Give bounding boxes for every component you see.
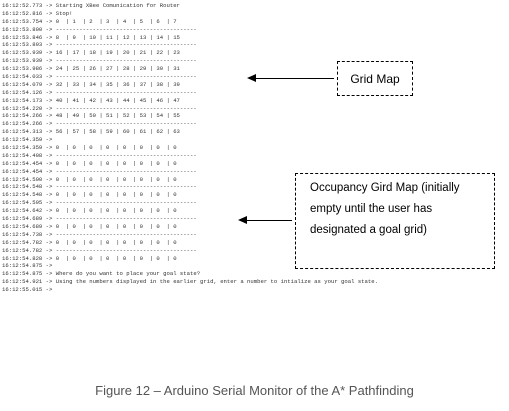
occupancy-map-arrow <box>245 220 292 221</box>
serial-line: 16:12:54.828 -> 0 | 0 | 0 | 0 | 0 | 0 | … <box>2 254 177 262</box>
serial-line: 16:12:54.595 -> ------------------------… <box>2 199 197 207</box>
serial-line: 16:12:54.689 -> ------------------------… <box>2 215 197 223</box>
grid-map-arrow <box>254 78 334 79</box>
serial-line: 16:12:54.126 -> ------------------------… <box>2 88 197 96</box>
serial-line: 16:12:54.689 -> 0 | 0 | 0 | 0 | 0 | 0 | … <box>2 222 177 230</box>
serial-line: 16:12:54.454 -> ------------------------… <box>2 167 197 175</box>
serial-line: 16:12:54.782 -> 0 | 0 | 0 | 0 | 0 | 0 | … <box>2 238 177 246</box>
serial-line: 16:12:54.266 -> ------------------------… <box>2 120 197 128</box>
serial-line: 16:12:54.875 -> <box>2 262 53 270</box>
serial-line: 16:12:53.986 -> 24 | 25 | 26 | 27 | 28 |… <box>2 65 180 73</box>
serial-line: 16:12:54.033 -> ------------------------… <box>2 73 197 81</box>
serial-line: 16:12:54.313 -> 56 | 57 | 58 | 59 | 60 |… <box>2 128 180 136</box>
serial-line: 16:12:54.079 -> 32 | 33 | 34 | 35 | 36 |… <box>2 80 180 88</box>
grid-map-callout: Grid Map <box>337 61 413 96</box>
serial-line: 16:12:52.773 -> Starting XBee Comunicati… <box>2 2 180 9</box>
serial-line: 16:12:54.408 -> ------------------------… <box>2 151 197 159</box>
serial-line: 16:12:54.173 -> 40 | 41 | 42 | 43 | 44 |… <box>2 96 180 104</box>
serial-line: 16:12:54.921 -> Using the numbers displa… <box>2 278 378 286</box>
serial-line: 16:12:54.782 -> ------------------------… <box>2 246 197 254</box>
serial-line: 16:12:54.548 -> ------------------------… <box>2 183 197 191</box>
occupancy-map-callout: Occupancy Gird Map (initially empty unti… <box>295 173 495 269</box>
occupancy-map-arrow-head <box>238 216 247 224</box>
serial-monitor-output: 16:12:52.773 -> Starting XBee Comunicati… <box>2 2 502 294</box>
figure-caption: Figure 12 – Arduino Serial Monitor of th… <box>95 383 414 398</box>
serial-line: 16:12:54.266 -> 48 | 49 | 50 | 51 | 52 |… <box>2 112 180 120</box>
grid-map-label: Grid Map <box>350 72 400 86</box>
serial-line: 16:12:54.875 -> Where do you want to pla… <box>2 270 201 278</box>
serial-line: 16:12:53.846 -> 8 | 9 | 10 | 11 | 12 | 1… <box>2 33 180 41</box>
serial-line: 16:12:55.015 -> <box>2 286 53 294</box>
occupancy-callout-line: empty until the user has <box>310 203 433 215</box>
serial-line: 16:12:54.548 -> 0 | 0 | 0 | 0 | 0 | 0 | … <box>2 191 177 199</box>
grid-map-arrow-head <box>247 74 256 82</box>
serial-line: 16:12:54.500 -> 0 | 0 | 0 | 0 | 0 | 0 | … <box>2 175 177 183</box>
serial-line: 16:12:54.359 -> <box>2 136 53 144</box>
serial-line: 16:12:53.754 -> 0 | 1 | 2 | 3 | 4 | 5 | … <box>2 17 177 25</box>
serial-line: 16:12:54.454 -> 0 | 0 | 0 | 0 | 0 | 0 | … <box>2 159 177 167</box>
occupancy-callout-line: Occupancy Gird Map (initially <box>310 182 460 194</box>
serial-line: 16:12:54.359 -> 0 | 0 | 0 | 0 | 0 | 0 | … <box>2 144 177 152</box>
serial-line: 16:12:53.800 -> ------------------------… <box>2 25 197 33</box>
serial-line: 16:12:52.816 -> Stop! <box>2 9 73 17</box>
occupancy-callout-line: designated a goal grid) <box>310 224 427 236</box>
serial-line: 16:12:53.893 -> ------------------------… <box>2 41 197 49</box>
serial-line: 16:12:54.642 -> 0 | 0 | 0 | 0 | 0 | 0 | … <box>2 207 177 215</box>
serial-line: 16:12:54.738 -> ------------------------… <box>2 230 197 238</box>
serial-line: 16:12:54.220 -> ------------------------… <box>2 104 197 112</box>
serial-line: 16:12:53.939 -> 16 | 17 | 18 | 19 | 20 |… <box>2 49 180 57</box>
serial-line: 16:12:53.939 -> ------------------------… <box>2 57 197 65</box>
